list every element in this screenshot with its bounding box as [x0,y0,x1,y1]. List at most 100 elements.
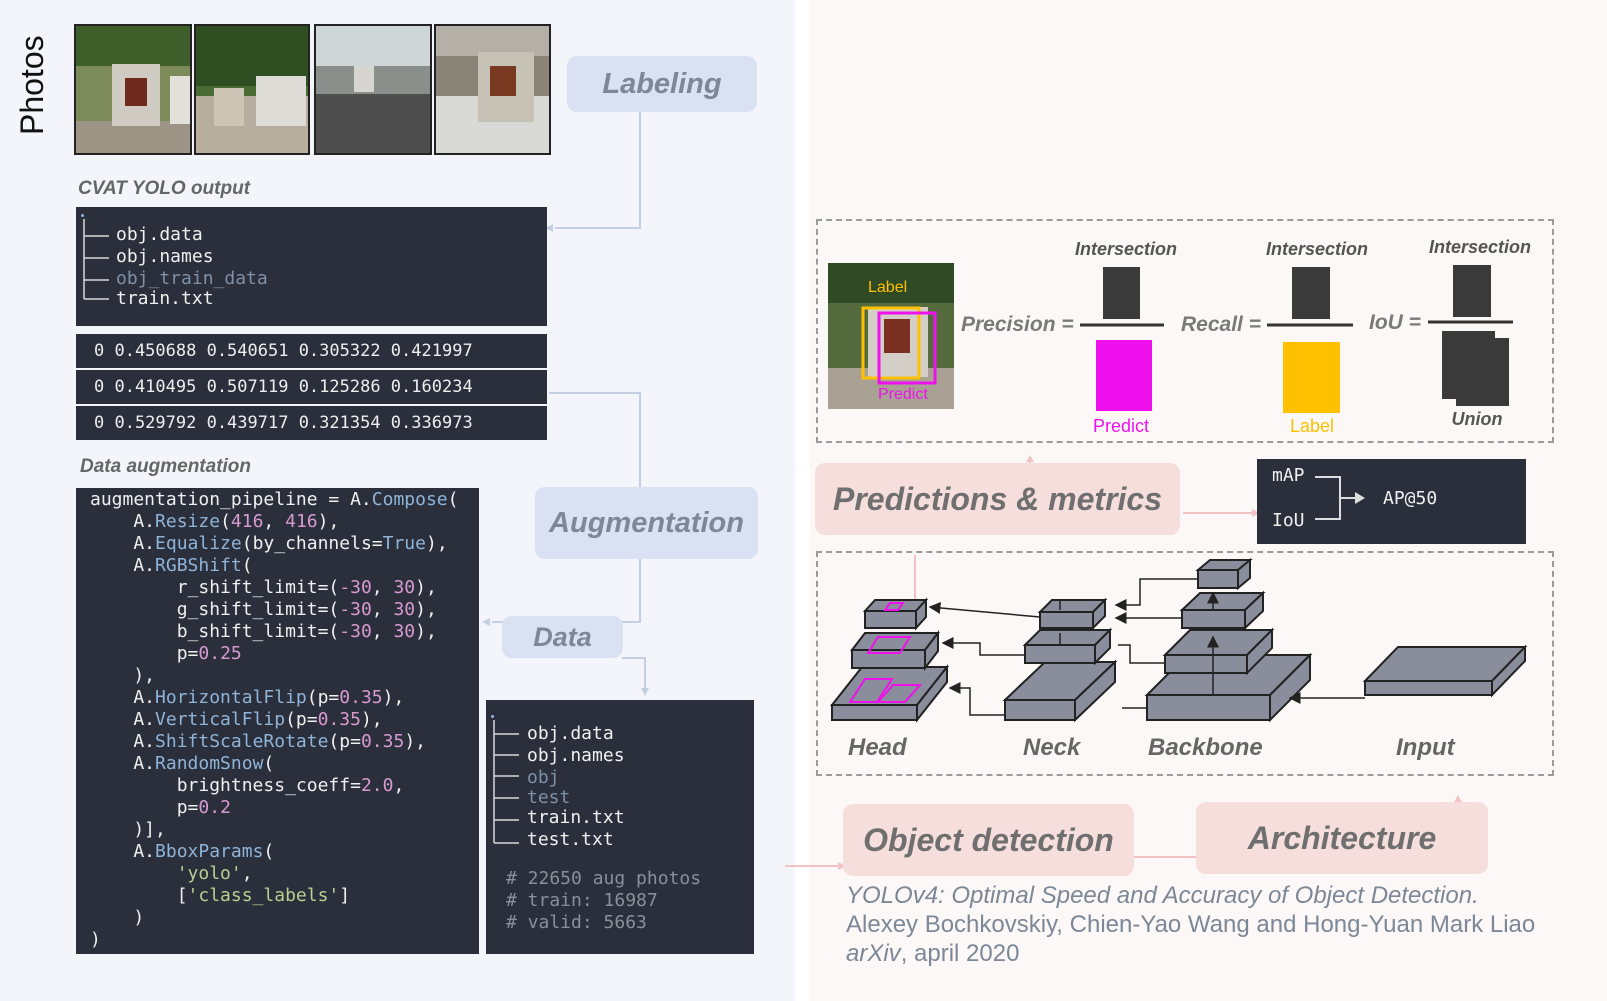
predictions-metrics-stage: Predictions & metrics [815,463,1180,535]
data-file-tree: obj.data obj.names obj test train.txt te… [486,700,754,954]
map-box: mAP IoU AP@50 [1257,459,1526,544]
reference-title: YOLOv4: Optimal Speed and Accuracy of Ob… [846,882,1479,909]
object-detection-stage: Object detection [843,804,1134,876]
code-num: -30 [339,599,372,620]
labeling-stage: Labeling [567,56,757,112]
tree-item: obj.data [116,224,203,245]
photo-thumbnail-3 [314,24,432,155]
label-denominator: Label [1290,416,1335,436]
code-num: -30 [339,577,372,598]
code-text: ( [447,489,459,510]
code-text: by_channels= [252,533,383,554]
metric-fractions [1080,265,1513,413]
predict-denominator: Predict [1093,416,1150,436]
code-num: 30 [393,577,416,598]
tree-item: test.txt [527,829,614,850]
code-str: 'class_labels' [187,885,340,906]
code-text: p= [339,731,361,752]
label-row: 0 0.450688 0.540651 0.305322 0.421997 [76,334,547,368]
code-text: brightness_coeff= [176,775,361,796]
code-text: p= [295,709,318,730]
data-comment: # train: 16987 [506,890,658,911]
code-kw: True [382,533,426,554]
neck-label: Neck [1023,734,1081,761]
code-num: 0.25 [198,643,242,664]
ap50-label: AP@50 [1383,488,1438,509]
data-comment: # valid: 5663 [506,912,647,933]
photo-thumbnail-1 [74,24,192,155]
iou-label: IoU = [1369,311,1421,334]
augmentation-code: augmentation_pipeline = A.Compose( A.Res… [76,488,479,954]
photo-electrical-box-4 [436,26,549,153]
augmentation-stage: Augmentation [535,487,758,559]
photo-with-boxes [828,263,954,409]
photo-thumbnail-2 [194,24,310,155]
tree-lines [83,219,109,300]
map-label: mAP [1272,465,1305,486]
iou-code-label: IoU [1272,510,1305,531]
photo-electrical-box-1 [76,26,190,153]
tree-root-dot [81,214,84,217]
augmentation-caption: Data augmentation [80,456,252,477]
code-text: augmentation_pipeline = A. [90,489,372,510]
code-fn: Resize [155,511,221,532]
code-num: 0.35 [317,709,361,730]
code-num: 30 [393,621,416,642]
head-label: Head [848,734,907,761]
tree-folder: test [527,787,571,808]
tree-folder: obj [527,767,560,788]
tree-item: obj.data [527,723,614,744]
code-text: r_shift_limit=( [176,577,340,598]
code-fn: RandomSnow [155,753,264,774]
tree-item: train.txt [527,807,625,828]
data-stage: Data [502,616,623,658]
code-fn: RGBShift [155,555,242,576]
photo-thumbnail-4 [434,24,551,155]
code-fn: VerticalFlip [155,709,286,730]
metrics-box [816,219,1554,443]
code-fn: Compose [371,489,448,510]
architecture-box [816,551,1554,776]
reference-date: , april 2020 [900,940,1020,967]
cvat-caption: CVAT YOLO output [78,178,251,199]
label-row: 0 0.410495 0.507119 0.125286 0.160234 [76,370,547,404]
code-num: 2.0 [360,775,394,796]
code-text: p= [176,643,199,664]
data-comment: # 22650 aug photos [506,868,702,889]
code-text: p= [176,797,199,818]
photos-title: Photos [14,35,50,135]
intersection-label: Intersection [1074,239,1178,259]
code-num: 0.2 [198,797,231,818]
code-num: 416 [285,511,318,532]
recall-label: Recall = [1181,313,1261,336]
reference-authors: Alexey Bochkovskiy, Chien-Yao Wang and H… [846,911,1536,938]
code-text: b_shift_limit=( [176,621,340,642]
backbone-blocks [1144,557,1313,723]
network-diagram [829,557,1528,723]
tree-folder: obj_train_data [116,268,268,289]
tree-root-dot [491,715,494,718]
precision-label: Precision = [961,313,1074,336]
photo-electrical-box-3 [316,26,430,153]
detection-example-photo: Label Predict [828,263,954,409]
code-num: -30 [339,621,372,642]
reference-venue-name: arXiv [846,940,901,967]
code-fn: ShiftScaleRotate [155,731,329,752]
intersection-label: Intersection [1265,239,1369,259]
map-arrow [1315,476,1365,520]
tree-item: train.txt [116,288,214,309]
reference-venue: arXiv, april 2020 [846,939,1019,969]
code-text: p= [317,687,340,708]
code-fn: BboxParams [155,841,264,862]
code-num: 0.35 [360,731,405,752]
head-blocks [829,597,950,723]
cvat-file-tree: obj.data obj.names obj_train_data train.… [76,207,547,326]
intersection-label: Intersection [1428,237,1532,257]
label-row: 0 0.529792 0.439717 0.321354 0.336973 [76,406,547,440]
code-fn: Equalize [155,533,242,554]
code-fn: HorizontalFlip [155,687,307,708]
union-label: Union [1451,409,1503,429]
photo-electrical-box-2 [196,26,308,153]
code-num: 0.35 [339,687,383,708]
predict-tag: Predict [878,386,928,403]
